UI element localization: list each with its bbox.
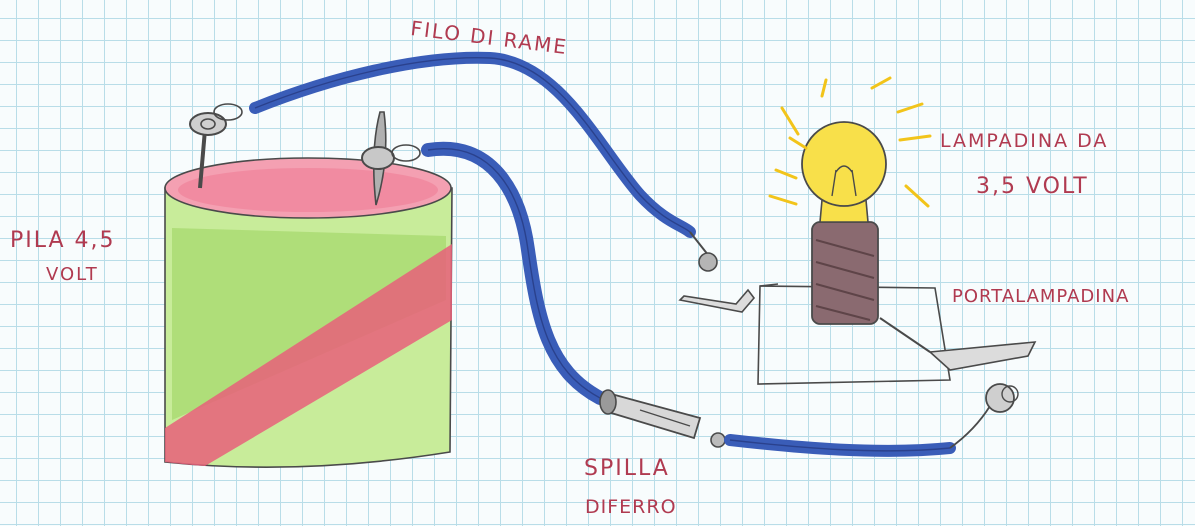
label-pin-line1: SPILLA [584, 458, 670, 480]
battery-top-shade [178, 168, 438, 212]
label-pin-line2: DIFERRO [585, 498, 677, 517]
bulb-glass [802, 122, 886, 206]
label-battery-line2: VOLT [46, 266, 99, 284]
light-bulb [802, 122, 886, 324]
bulb-socket [812, 222, 878, 324]
battery [165, 158, 452, 467]
label-battery-line1: PILA 4,5 [10, 230, 116, 252]
copper-wire-middle [428, 149, 600, 398]
label-bulb-line2: 3,5 VOLT [976, 176, 1089, 198]
iron-pin-switch [600, 390, 725, 447]
label-bulb-holder: PORTALAMPADINA [952, 288, 1129, 306]
label-bulb-line1: LAMPADINA DA [940, 132, 1108, 151]
